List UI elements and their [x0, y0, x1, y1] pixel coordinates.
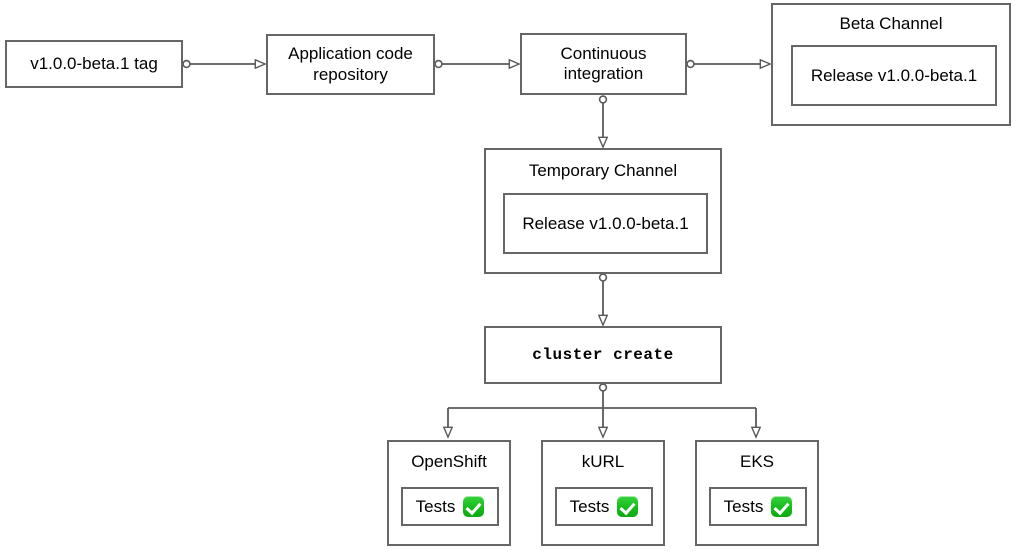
container-target-openshift[interactable]: OpenShift Tests: [387, 440, 511, 546]
node-cluster-create-label: cluster create: [532, 345, 674, 364]
openshift-tests-label: Tests: [415, 497, 456, 516]
node-continuous-integration[interactable]: Continuous integration: [520, 33, 687, 95]
edge-tag-to-repo: [182, 61, 265, 68]
container-target-eks[interactable]: EKS Tests: [695, 440, 819, 546]
node-temporary-channel-release-label: Release v1.0.0-beta.1: [522, 213, 689, 233]
edge-cluster-create-to-targets: [448, 383, 756, 437]
container-temporary-channel-title: Temporary Channel: [528, 161, 678, 180]
node-openshift-tests-status[interactable]: Tests: [401, 487, 499, 526]
container-target-openshift-title: OpenShift: [411, 452, 487, 471]
eks-tests-label: Tests: [723, 497, 764, 516]
check-mark-button-icon: [771, 496, 793, 517]
edge-temporary-channel-to-cluster-create: [600, 273, 607, 325]
node-tag-label: v1.0.0-beta.1 tag: [30, 53, 158, 73]
node-eks-tests-status[interactable]: Tests: [709, 487, 807, 526]
node-beta-channel-release-label: Release v1.0.0-beta.1: [810, 65, 978, 85]
node-application-code-repository[interactable]: Application code repository: [266, 34, 435, 95]
container-target-kurl[interactable]: kURL Tests: [541, 440, 665, 546]
node-continuous-integration-label: Continuous integration: [560, 43, 647, 83]
edge-ci-to-temporary-channel: [600, 95, 607, 147]
kurl-tests-label: Tests: [569, 497, 610, 516]
node-cluster-create[interactable]: cluster create: [484, 326, 722, 384]
check-mark-button-icon: [617, 496, 639, 517]
check-mark-button-icon: [463, 496, 485, 517]
edge-ci-to-beta-channel: [686, 61, 770, 68]
container-beta-channel-title: Beta Channel: [839, 14, 943, 33]
container-target-kurl-title: kURL: [581, 452, 625, 471]
node-beta-channel-release[interactable]: Release v1.0.0-beta.1: [791, 45, 997, 106]
node-application-code-repository-label: Application code repository: [288, 44, 413, 84]
container-target-eks-title: EKS: [739, 452, 775, 471]
edge-repo-to-ci: [434, 61, 519, 68]
node-tag[interactable]: v1.0.0-beta.1 tag: [5, 40, 183, 88]
container-temporary-channel[interactable]: Temporary Channel Release v1.0.0-beta.1: [484, 148, 722, 274]
container-beta-channel[interactable]: Beta Channel Release v1.0.0-beta.1: [771, 3, 1011, 126]
node-temporary-channel-release[interactable]: Release v1.0.0-beta.1: [503, 193, 708, 254]
node-kurl-tests-status[interactable]: Tests: [555, 487, 653, 526]
